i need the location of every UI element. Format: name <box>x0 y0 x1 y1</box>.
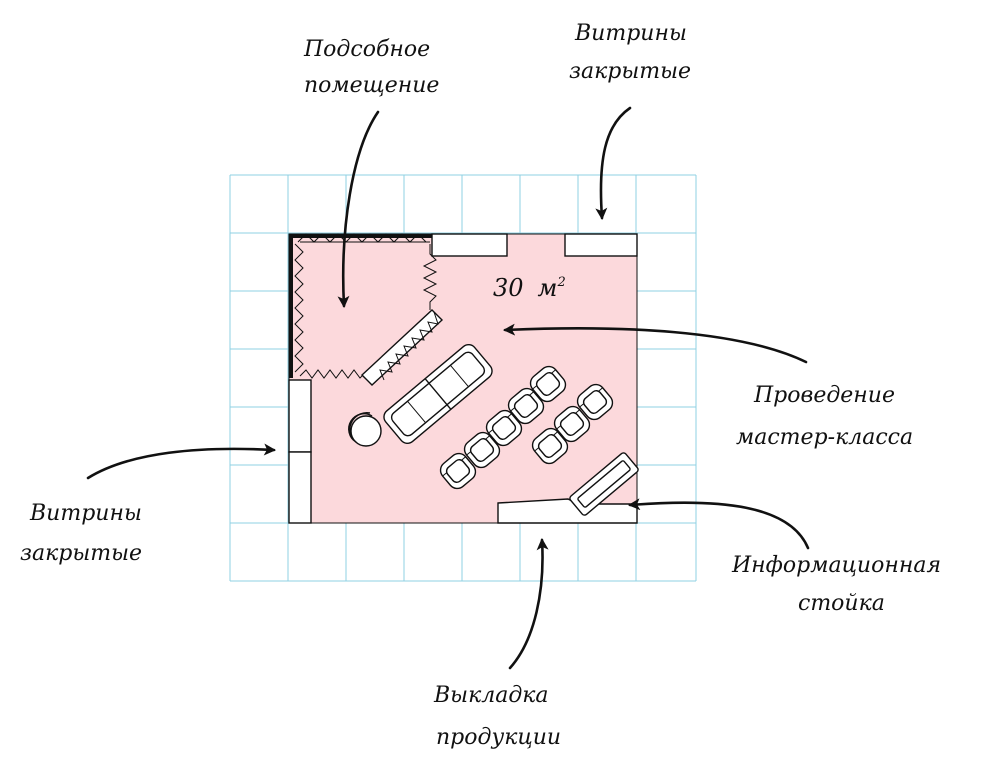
sofa <box>383 343 493 445</box>
label-utility-room: Подсобное помещение <box>303 37 439 98</box>
label-info-stand-line1: Информационная <box>731 553 941 578</box>
utility-partition <box>360 309 444 386</box>
label-product-display-line1: Выкладка <box>433 683 549 708</box>
showcase-left-bottom <box>288 451 312 524</box>
arrow-info-stand <box>628 498 810 550</box>
arrow-utility-room <box>337 110 380 308</box>
label-product-display-line2: продукции <box>436 725 561 750</box>
label-utility-room-line2: помещение <box>304 73 439 98</box>
label-master-class-line1: Проведение <box>753 383 895 408</box>
label-showcases-top: Витрины закрытые <box>569 21 694 84</box>
arrow-showcases-top <box>595 106 632 220</box>
label-showcases-top-line1: Витрины <box>574 21 687 46</box>
round-chair <box>348 412 382 447</box>
label-showcases-left: Витрины закрытые <box>20 501 149 566</box>
showcase-top-left <box>431 233 508 257</box>
arrow-master-class <box>503 323 808 364</box>
label-master-class: Проведение мастер-класса <box>736 383 913 450</box>
showcase-left-top <box>288 379 312 453</box>
area-unit-exponent: 2 <box>556 275 565 290</box>
showcase-top-right <box>564 233 638 257</box>
info-stand <box>569 452 639 516</box>
area-unit: м <box>538 274 558 302</box>
label-showcases-top-line2: закрытые <box>569 59 691 84</box>
area-number: 30 <box>493 274 524 302</box>
label-showcases-left-line2: закрытые <box>20 541 142 566</box>
label-info-stand: Информационная стойка <box>731 553 948 616</box>
utility-room-walls <box>289 233 438 379</box>
label-info-stand-line2: стойка <box>798 591 885 616</box>
label-master-class-line2: мастер-класса <box>736 425 913 450</box>
arrow-product-display <box>508 538 549 670</box>
area-label: 30 м2 <box>493 274 566 302</box>
arrow-showcases-left <box>86 443 276 480</box>
label-utility-room-line1: Подсобное <box>303 37 430 62</box>
label-product-display: Выкладка продукции <box>433 683 561 750</box>
label-showcases-left-line1: Витрины <box>29 501 142 526</box>
